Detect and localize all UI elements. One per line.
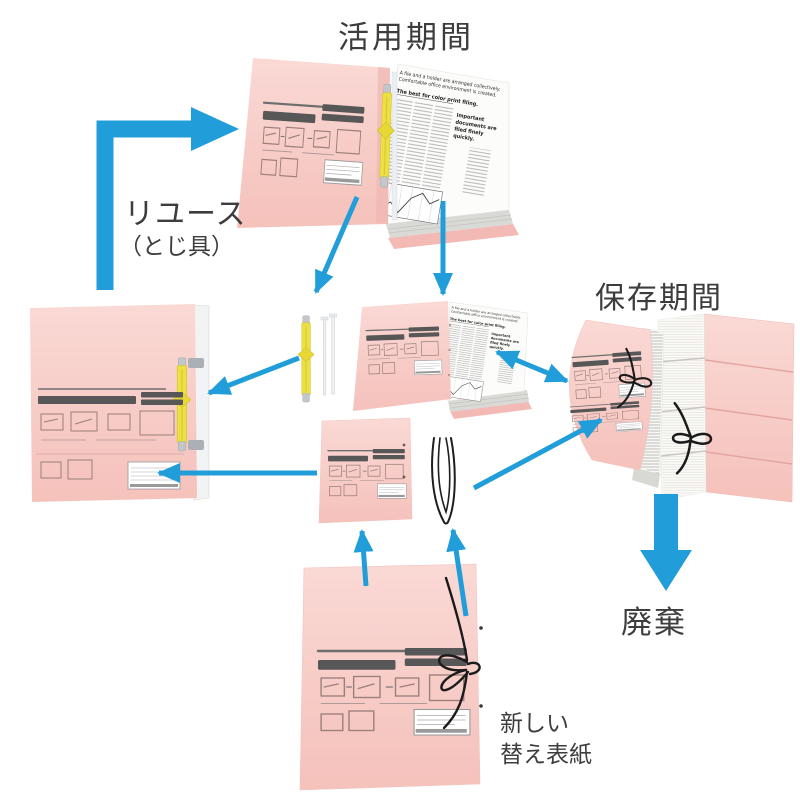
photo-storage-bundles: [546, 310, 800, 510]
fastener-prongs: [320, 313, 337, 396]
photo-replacement-spine-part: [314, 415, 418, 531]
photo-file-cover-with-fastener: [16, 292, 241, 516]
label-reuse-note: （とじ具）: [119, 234, 234, 260]
label-new-cover-line2: 替え表紙: [500, 742, 592, 768]
label-disposal: 廃棄: [621, 605, 687, 641]
photo-open-file-unbound: [350, 295, 548, 431]
fastener-prong-strip: [391, 71, 398, 221]
file-back-cover-edge: [450, 401, 532, 419]
page-stack-edge: [386, 210, 513, 238]
label-new-cover: 新しい 替え表紙: [500, 709, 592, 771]
file-front-cover: [353, 301, 451, 411]
photo-removed-fastener: [294, 306, 344, 410]
fastener-clip-bottom: [188, 440, 204, 450]
tied-page-stack-edge: [632, 468, 660, 488]
label-new-cover-line1: 新しい: [500, 711, 569, 737]
photo-binding-string: [420, 434, 478, 534]
fastener-body: [297, 315, 315, 403]
new-cover-string-bow: [437, 576, 481, 730]
label-storage-period: 保存期間: [595, 281, 723, 316]
label-active-period: 活用期間: [338, 20, 474, 56]
fastener-clip-top: [188, 358, 204, 368]
file-back-cover-edge: [388, 224, 519, 249]
bundle-stack-side: [703, 313, 795, 503]
photo-open-file-in-use: [228, 42, 538, 256]
photo-new-replacement-cover: [294, 560, 498, 802]
page-stack-edge: [448, 390, 529, 412]
